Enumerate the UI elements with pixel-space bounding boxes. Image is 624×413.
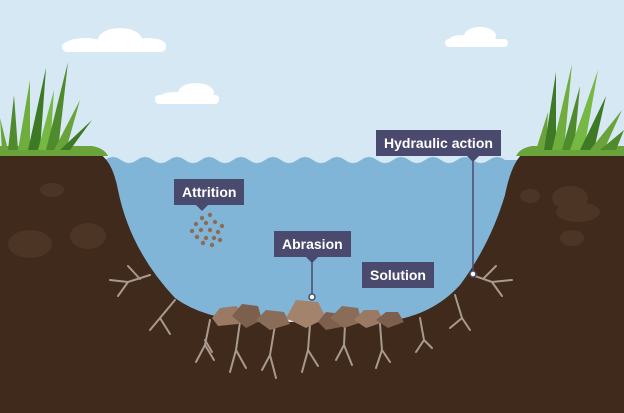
roots [109,265,513,379]
label-attrition: Attrition [174,179,245,211]
label-abrasion-text: Abrasion [282,236,343,252]
grass-tuft-right [536,64,624,150]
label-abrasion-arrow [306,257,318,263]
abrasion-pointer-dot [308,293,316,301]
label-hydraulic-action: Hydraulic action [376,130,501,162]
grass-tuft-left [0,62,92,150]
label-hydraulic-action-arrow [467,156,479,162]
soil-banks [0,152,624,413]
label-attrition-text: Attrition [182,184,237,200]
river-bed-rocks [212,300,404,330]
cloud-center [155,83,219,104]
hydraulic-pointer-dot [469,270,477,278]
soil-texture [8,183,600,258]
cloud-left [62,28,166,52]
label-abrasion: Abrasion [274,231,351,263]
cloud-right [445,27,508,47]
label-attrition-arrow [196,205,208,211]
label-solution: Solution [362,262,434,288]
attrition-pebbles [189,212,225,248]
label-hydraulic-action-text: Hydraulic action [384,135,493,151]
label-solution-text: Solution [370,267,426,283]
